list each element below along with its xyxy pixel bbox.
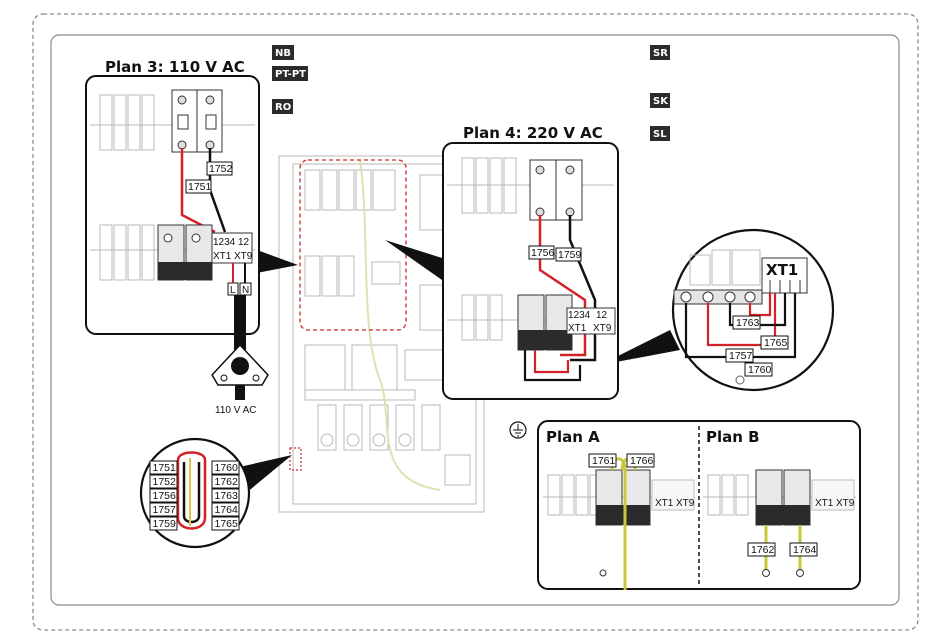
tag-sk-text: SK [653, 96, 669, 107]
grounding-section: Plan A XT1 XT9 1761 1766 Plan B XT1 XT9 [510, 421, 860, 590]
language-tag-nb: NB [272, 45, 294, 60]
plan-b-xt1-label: XT1 [815, 498, 834, 509]
plan4-wire-1756: 1756 [531, 247, 555, 259]
xt1-zoom-wire-1760: 1760 [748, 364, 772, 376]
tag-nb-text: NB [275, 48, 291, 59]
ground-icon [510, 422, 526, 438]
plan-b-wire-1762: 1762 [751, 544, 775, 556]
plan3-xt1-pins: 1234 [213, 237, 236, 248]
language-tag-ro: RO [272, 99, 293, 114]
cable-wire-label-1751: 1751 [153, 462, 177, 474]
cable-wire-label-1760: 1760 [215, 462, 239, 474]
cable-wire-label-1756: 1756 [153, 490, 177, 502]
plan4-xt9-label: XT9 [593, 323, 612, 334]
plan4-xt1-pins: 1234 [568, 310, 591, 321]
plan4-xt9-pins: 12 [596, 310, 608, 321]
plan4-xt1-label: XT1 [568, 323, 587, 334]
plan-a-title: Plan A [546, 428, 600, 446]
plan4-title: Plan 4: 220 V AC [463, 124, 603, 142]
language-tag-sk: SK [650, 93, 670, 108]
cable-wire-label-1752: 1752 [153, 476, 177, 488]
plan3-panel: Plan 3: 110 V AC 1234 [86, 58, 259, 334]
plan-a-xt1-label: XT1 [655, 498, 674, 509]
callout-wedge-plan4 [385, 240, 442, 280]
xt1-zoom-label: XT1 [766, 261, 798, 279]
cable-wire-label-1759: 1759 [153, 518, 177, 530]
plan3-xt1-label: XT1 [213, 251, 232, 262]
cable-wire-label-1757: 1757 [153, 504, 177, 516]
plan-a-wire-1766: 1766 [630, 455, 654, 467]
plan4-panel: Plan 4: 220 V AC 1234 12 XT1 XT9 [443, 124, 618, 399]
tag-sr-text: SR [653, 48, 668, 59]
cable-bundle-left-labels: 1751 1752 1756 1757 1759 [150, 461, 177, 530]
cable-wire-label-1764: 1764 [215, 504, 239, 516]
xt1-zoom-wire-1765: 1765 [764, 337, 788, 349]
plan4-wire-1759: 1759 [558, 249, 582, 261]
highlight-box-cable [290, 448, 301, 470]
tag-ro-text: RO [275, 102, 291, 113]
plan3-terminal-l: L [230, 285, 236, 296]
language-tag-sr: SR [650, 45, 670, 60]
tag-pt-pt-text: PT-PT [275, 69, 306, 80]
tag-sl-text: SL [653, 129, 667, 140]
cable-wire-label-1763: 1763 [215, 490, 239, 502]
xt1-zoom-circle: XT1 1763 1765 1757 1760 [673, 230, 833, 390]
xt1-zoom-wire-1763: 1763 [736, 317, 760, 329]
plan-b-xt9-label: XT9 [836, 498, 855, 509]
plan-b-title: Plan B [706, 428, 760, 446]
plan-a-xt9-label: XT9 [676, 498, 695, 509]
cable-wire-label-1762: 1762 [215, 476, 239, 488]
cable-bundle-right-labels: 1760 1762 1763 1764 1765 [212, 461, 239, 530]
language-tag-pt-pt: PT-PT [272, 66, 308, 81]
plan3-xt9-label: XT9 [234, 251, 253, 262]
plan3-wire-1752: 1752 [209, 163, 233, 175]
plan-b-wire-1764: 1764 [793, 544, 817, 556]
highlight-box-upper [300, 160, 406, 330]
plan3-xt9-pins: 12 [238, 237, 250, 248]
cable-wire-label-1765: 1765 [215, 518, 239, 530]
plan-a-wire-1761: 1761 [592, 455, 616, 467]
plan3-supply-label: 110 V AC [215, 405, 257, 416]
xt1-zoom-wire-1757: 1757 [729, 350, 753, 362]
language-tag-sl: SL [650, 126, 670, 141]
plan3-wire-1751: 1751 [188, 181, 212, 193]
plan3-title: Plan 3: 110 V AC [105, 58, 245, 76]
plan3-terminal-n: N [242, 285, 249, 296]
